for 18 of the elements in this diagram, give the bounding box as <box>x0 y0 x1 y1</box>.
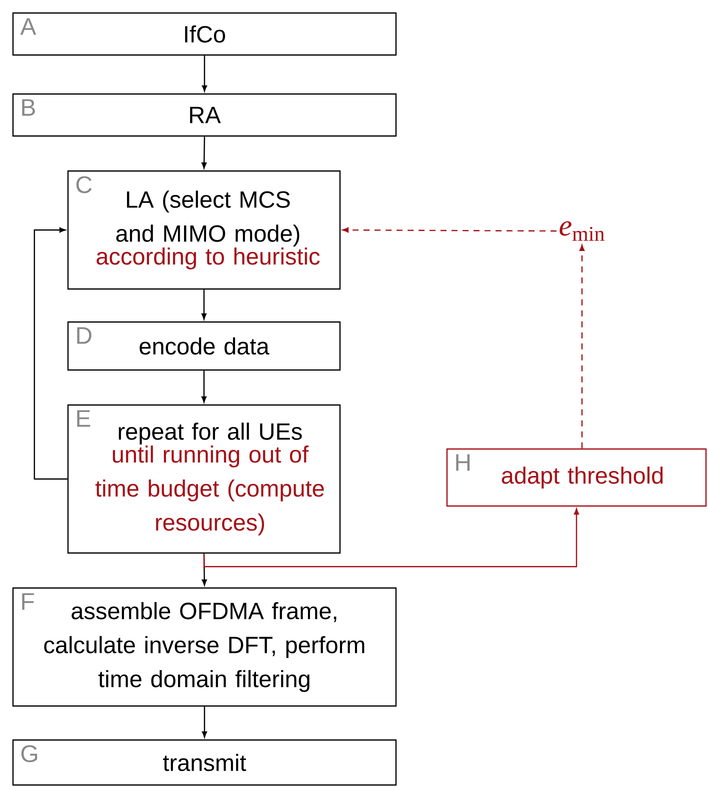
arrow <box>202 56 208 92</box>
arrow <box>203 508 580 568</box>
step-letter: H <box>456 454 470 471</box>
step-letter: F <box>22 593 34 610</box>
arrow <box>342 227 557 233</box>
arrow <box>202 136 207 169</box>
step-letter: C <box>76 176 92 194</box>
step-letter: G <box>21 745 38 762</box>
arrow <box>201 370 207 403</box>
threshold-symbol: e$_{min}$ <box>560 221 604 241</box>
step-letter: E <box>77 410 90 427</box>
step-letter: D <box>77 327 92 344</box>
arrow <box>202 706 208 738</box>
arrow <box>201 290 207 320</box>
arrow <box>579 244 585 448</box>
step-letter: A <box>20 18 36 35</box>
step-letter: B <box>22 99 35 116</box>
arrow <box>34 227 68 480</box>
